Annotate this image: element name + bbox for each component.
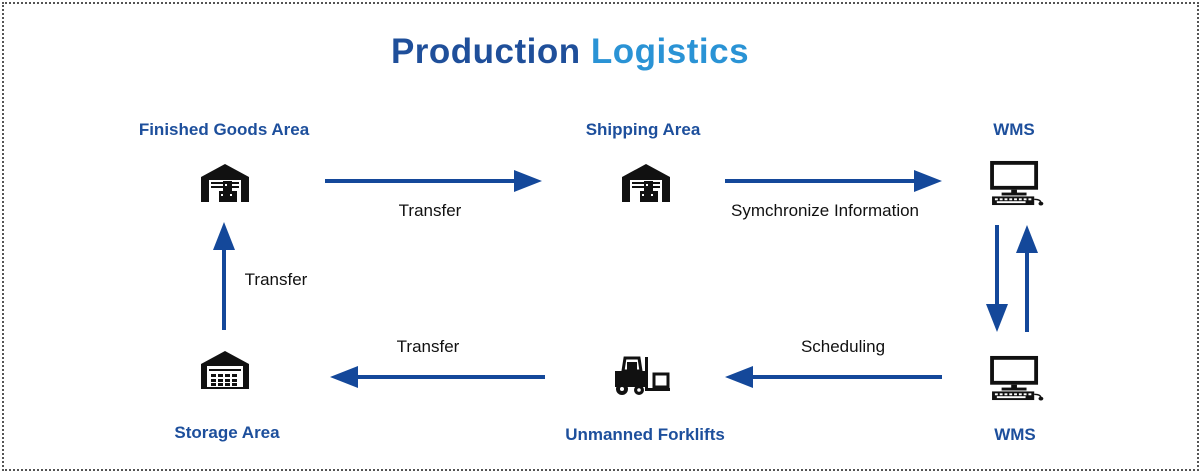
node-label-finished-goods: Finished Goods Area bbox=[138, 120, 310, 139]
computer-icon bbox=[989, 160, 1044, 206]
arrow-forklifts-to-storage bbox=[330, 366, 545, 388]
node-label-storage: Storage Area bbox=[174, 423, 280, 442]
edge-label-storage-to-finished: Transfer bbox=[244, 270, 308, 289]
computer-icon bbox=[989, 355, 1044, 401]
arrow-wms-bottom-to-top bbox=[1016, 225, 1038, 332]
edge-label-wms-to-forklifts: Scheduling bbox=[800, 337, 886, 356]
edge-label-shipping-to-wms: Symchronize Information bbox=[730, 201, 920, 220]
arrow-shipping-to-wms bbox=[725, 170, 942, 192]
forklift-icon bbox=[613, 355, 672, 397]
arrow-finished-to-shipping bbox=[325, 170, 542, 192]
node-label-shipping: Shipping Area bbox=[585, 120, 701, 139]
diagram-title: Production Logistics bbox=[0, 32, 1140, 72]
title-part-logistics: Logistics bbox=[590, 32, 750, 71]
node-label-wms-bottom: WMS bbox=[994, 425, 1036, 444]
arrow-wms-to-forklifts bbox=[725, 366, 942, 388]
storage-warehouse-icon bbox=[201, 351, 249, 389]
node-label-forklifts: Unmanned Forklifts bbox=[565, 425, 725, 444]
arrow-storage-to-finished bbox=[213, 222, 235, 330]
warehouse-icon bbox=[622, 164, 670, 202]
arrow-wms-top-to-bottom bbox=[986, 225, 1008, 332]
edge-label-forklifts-to-storage: Transfer bbox=[396, 337, 460, 356]
node-label-wms-top: WMS bbox=[993, 120, 1035, 139]
warehouse-icon bbox=[201, 164, 249, 202]
edge-label-finished-to-shipping: Transfer bbox=[398, 201, 462, 220]
title-part-production: Production bbox=[390, 32, 581, 71]
